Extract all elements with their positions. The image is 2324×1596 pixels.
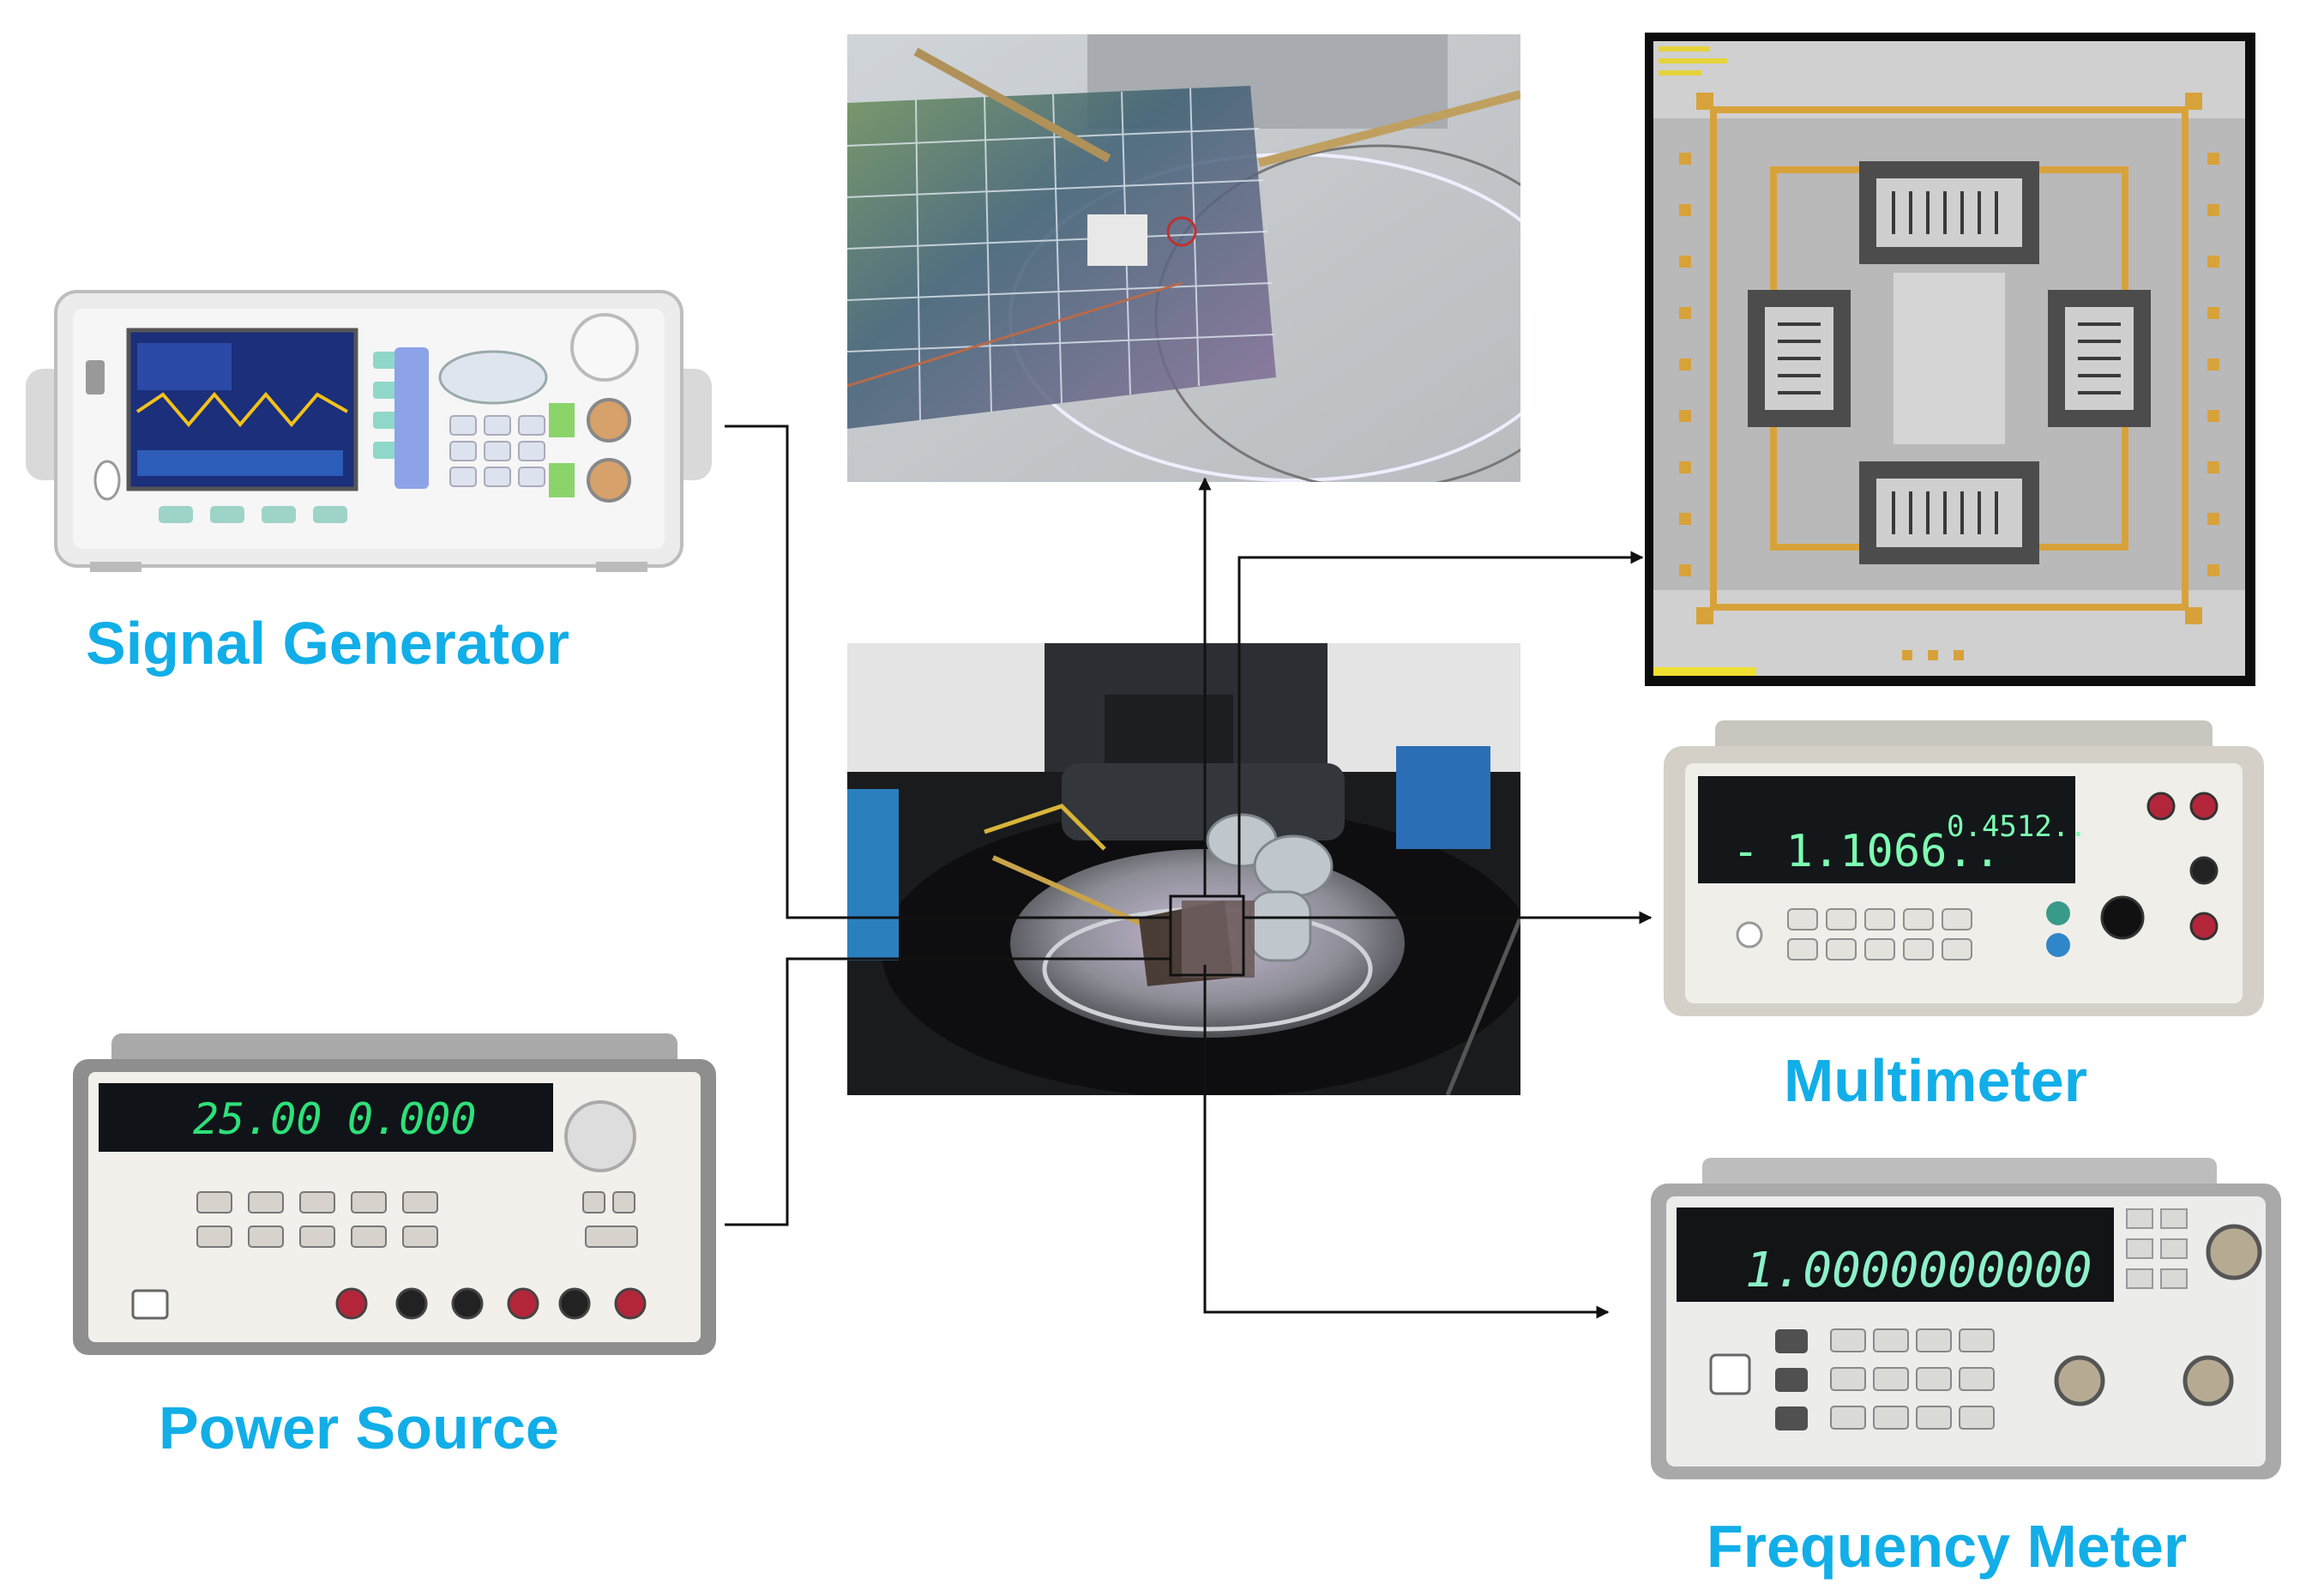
multimeter-image: - 1.1066.. 0.4512.. <box>1664 720 2264 1016</box>
signal-generator-label: Signal Generator <box>86 610 570 677</box>
power-source-image: 25.00 0.000 <box>73 1033 716 1355</box>
wafer-probe-photo <box>847 34 1520 482</box>
frequency-meter-image: 1.0000000000 <box>1651 1158 2281 1479</box>
probe-station-photo <box>847 643 1520 1095</box>
frequency-meter-label: Frequency Meter <box>1707 1513 2188 1580</box>
power-display-right: 0.000 <box>347 1094 477 1144</box>
multimeter-display-sub: 0.4512.. <box>1947 810 2087 844</box>
chip-layout-photo <box>1645 33 2255 686</box>
frequency-display: 1.0000000000 <box>1745 1243 2092 1298</box>
power-source-label: Power Source <box>159 1394 559 1461</box>
signal-generator-image <box>26 290 712 572</box>
multimeter-label: Multimeter <box>1784 1047 2087 1114</box>
power-display-left: 25.00 <box>193 1094 322 1144</box>
multimeter-display-main: - 1.1066.. <box>1732 826 2001 877</box>
